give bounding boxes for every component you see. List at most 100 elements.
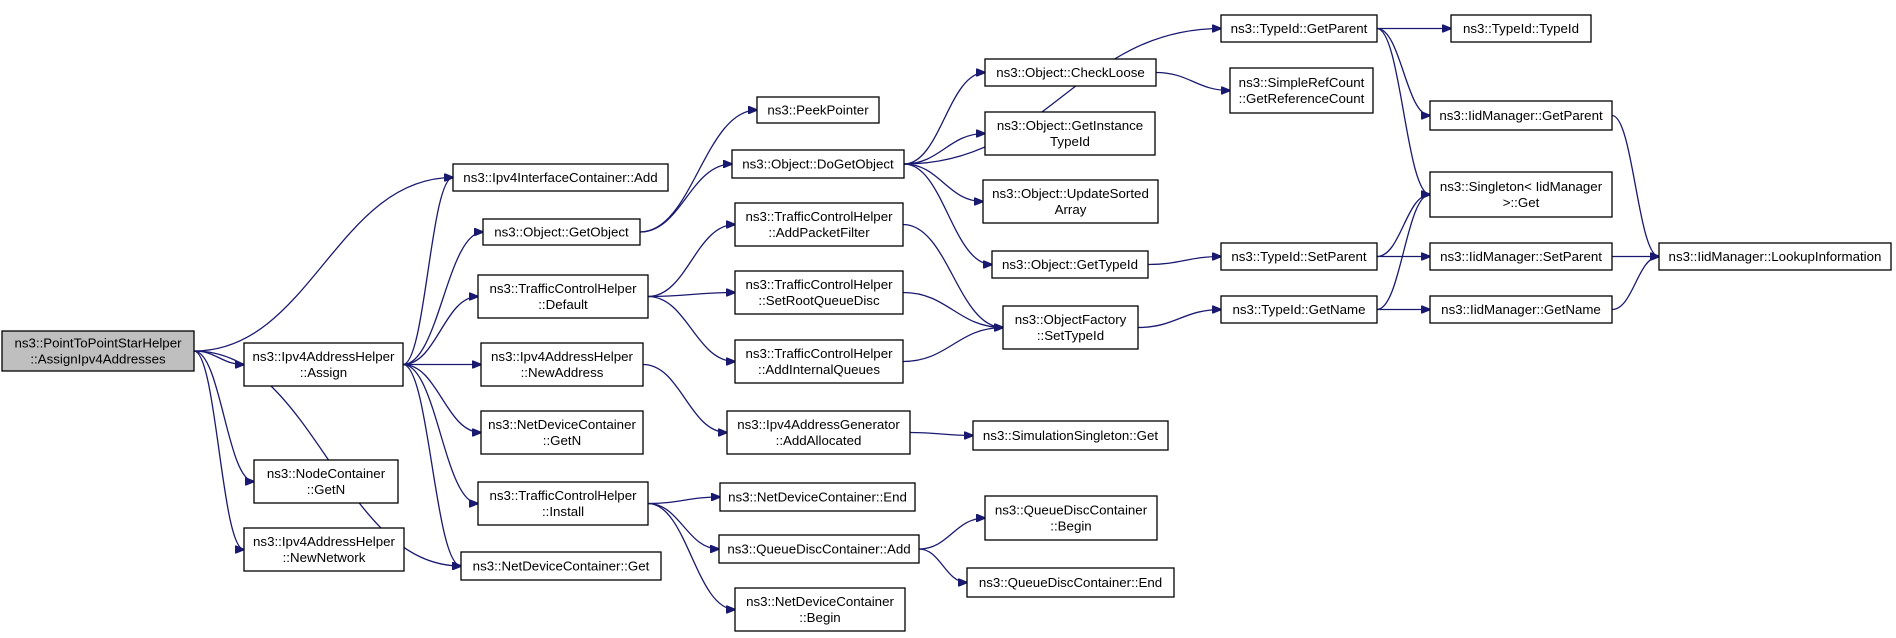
node-ndc-end[interactable]: ns3::NetDeviceContainer::End — [719, 482, 916, 512]
node-iid-lookup[interactable]: ns3::IidManager::LookupInformation — [1658, 242, 1892, 271]
node-box — [480, 410, 644, 455]
node-label: ns3::QueueDiscContainer — [995, 503, 1148, 518]
edge-obj-getobject-to-obj-dogetobject — [639, 164, 732, 233]
node-label: ns3::TypeId::TypeId — [1463, 21, 1579, 36]
node-label: ns3::TypeId::GetParent — [1231, 21, 1368, 36]
node-peekpointer[interactable]: ns3::PeekPointer — [756, 96, 880, 124]
node-box — [253, 459, 399, 504]
node-label: ns3::IidManager::GetParent — [1439, 108, 1603, 123]
node-box — [991, 250, 1149, 279]
node-label: TypeId — [1050, 134, 1090, 149]
edge-obj-checkloose-to-src-getrefcount — [1155, 71, 1230, 91]
node-box — [480, 342, 644, 387]
node-label: ns3::Ipv4AddressGenerator — [737, 417, 900, 432]
node-qdc-add[interactable]: ns3::QueueDiscContainer::Add — [718, 534, 920, 564]
node-label: ns3::NetDeviceContainer — [746, 594, 894, 609]
node-box — [482, 218, 641, 246]
node-box — [1429, 171, 1613, 218]
node-box — [243, 342, 404, 387]
node-box — [718, 534, 920, 564]
edge-iid-getname-to-iid-lookup — [1611, 257, 1659, 311]
edge-ipv4ah-assign-to-tch-install — [402, 363, 478, 504]
node-typeid-typeid[interactable]: ns3::TypeId::TypeId — [1450, 14, 1592, 43]
edge-tch-install-to-qdc-add — [647, 502, 719, 550]
node-box — [734, 587, 906, 632]
node-nodec-getn[interactable]: ns3::NodeContainer::GetN — [253, 459, 399, 504]
edge-root-to-ipv4ah-newnet — [193, 350, 244, 550]
edge-root-to-ipv4ic-add — [193, 178, 453, 352]
edge-obj-dogetobject-to-obj-gettypeid — [903, 163, 992, 265]
node-label: ns3::Object::GetObject — [494, 225, 629, 240]
node-iid-getparent[interactable]: ns3::IidManager::GetParent — [1429, 100, 1613, 131]
node-ndc-begin[interactable]: ns3::NetDeviceContainer::Begin — [734, 587, 906, 632]
node-ndc-get[interactable]: ns3::NetDeviceContainer::Get — [460, 551, 662, 581]
node-box — [1220, 295, 1378, 324]
node-qdc-begin[interactable]: ns3::QueueDiscContainer::Begin — [984, 495, 1158, 541]
node-box — [1229, 67, 1374, 114]
node-iid-getname[interactable]: ns3::IidManager::GetName — [1429, 295, 1613, 324]
node-typeid-getparent[interactable]: ns3::TypeId::GetParent — [1220, 14, 1378, 43]
node-root[interactable]: ns3::PointToPointStarHelper::AssignIpv4A… — [1, 330, 195, 372]
node-box — [1658, 242, 1892, 271]
node-typeid-getname[interactable]: ns3::TypeId::GetName — [1220, 295, 1378, 324]
node-box — [972, 420, 1169, 451]
node-label: ns3::Ipv4AddressHelper — [253, 349, 395, 364]
node-label: ns3::TypeId::SetParent — [1231, 249, 1367, 264]
node-ipv4ah-newnet[interactable]: ns3::Ipv4AddressHelper::NewNetwork — [243, 527, 405, 572]
node-box — [982, 179, 1159, 224]
node-tch-install[interactable]: ns3::TrafficControlHelper::Install — [477, 481, 649, 526]
edge-ipv4ah-assign-to-ipv4ic-add — [402, 178, 453, 366]
node-label: ns3::Object::CheckLoose — [996, 65, 1145, 80]
node-box — [243, 527, 405, 572]
edge-obj-dogetobject-to-obj-updsorted — [903, 163, 983, 202]
node-label: ns3::TrafficControlHelper — [745, 277, 893, 292]
node-ipv4ah-assign[interactable]: ns3::Ipv4AddressHelper::Assign — [243, 342, 404, 387]
node-qdc-end[interactable]: ns3::QueueDiscContainer::End — [966, 567, 1175, 598]
node-singleton-get[interactable]: ns3::Singleton< IidManager>::Get — [1429, 171, 1613, 218]
edge-typeid-getname-to-singleton-get — [1376, 195, 1430, 311]
node-label: Array — [1055, 202, 1087, 217]
node-label: ::SetRootQueueDisc — [758, 293, 880, 308]
node-label: ns3::Ipv4InterfaceContainer::Add — [463, 170, 657, 185]
node-ipv4ag-addalloc[interactable]: ns3::Ipv4AddressGenerator::AddAllocated — [726, 410, 911, 455]
node-obj-gettypeid[interactable]: ns3::Object::GetTypeId — [991, 250, 1149, 279]
node-label: ns3::ObjectFactory — [1015, 312, 1127, 327]
edge-obj-gettypeid-to-typeid-setparent — [1147, 257, 1221, 266]
node-box — [726, 410, 911, 455]
node-label: ns3::Ipv4AddressHelper — [253, 534, 395, 549]
node-label: ns3::Object::GetTypeId — [1002, 257, 1138, 272]
edge-typeid-setparent-to-singleton-get — [1376, 195, 1430, 258]
node-label: ns3::Object::DoGetObject — [742, 157, 894, 172]
node-ipv4ah-newaddr[interactable]: ns3::Ipv4AddressHelper::NewAddress — [480, 342, 644, 387]
node-tch-setroot[interactable]: ns3::TrafficControlHelper::SetRootQueueD… — [734, 270, 904, 315]
edge-tch-addiq-to-of-settypeid — [902, 328, 1003, 363]
node-obj-checkloose[interactable]: ns3::Object::CheckLoose — [984, 58, 1157, 87]
node-obj-dogetobject[interactable]: ns3::Object::DoGetObject — [731, 149, 905, 179]
node-label: ns3::SimpleRefCount — [1239, 75, 1365, 90]
node-box — [1002, 305, 1139, 350]
node-ipv4ic-add[interactable]: ns3::Ipv4InterfaceContainer::Add — [452, 163, 669, 192]
node-label: ns3::TrafficControlHelper — [745, 209, 893, 224]
node-label: ::AssignIpv4Addresses — [30, 352, 166, 367]
node-simsingleton-get[interactable]: ns3::SimulationSingleton::Get — [972, 420, 1169, 451]
node-box — [452, 163, 669, 192]
node-typeid-setparent[interactable]: ns3::TypeId::SetParent — [1220, 242, 1378, 271]
node-tch-default[interactable]: ns3::TrafficControlHelper::Default — [477, 274, 649, 319]
node-tch-addiq[interactable]: ns3::TrafficControlHelper::AddInternalQu… — [734, 339, 904, 384]
node-label: ns3::IidManager::SetParent — [1440, 249, 1602, 264]
node-label: ::Assign — [300, 365, 347, 380]
node-box — [477, 274, 649, 319]
node-label: ns3::IidManager::LookupInformation — [1669, 249, 1882, 264]
edge-typeid-getparent-to-singleton-get — [1376, 27, 1430, 195]
edge-tch-install-to-ndc-end — [647, 497, 720, 505]
node-ndc-getn[interactable]: ns3::NetDeviceContainer::GetN — [480, 410, 644, 455]
node-obj-getobject[interactable]: ns3::Object::GetObject — [482, 218, 641, 246]
node-iid-setparent[interactable]: ns3::IidManager::SetParent — [1429, 242, 1613, 271]
node-tch-addpf[interactable]: ns3::TrafficControlHelper::AddPacketFilt… — [734, 202, 904, 247]
node-box — [756, 96, 880, 124]
node-src-getrefcount[interactable]: ns3::SimpleRefCount::GetReferenceCount — [1229, 67, 1374, 114]
node-of-settypeid[interactable]: ns3::ObjectFactory::SetTypeId — [1002, 305, 1139, 350]
edge-of-settypeid-to-typeid-getname — [1137, 310, 1221, 329]
